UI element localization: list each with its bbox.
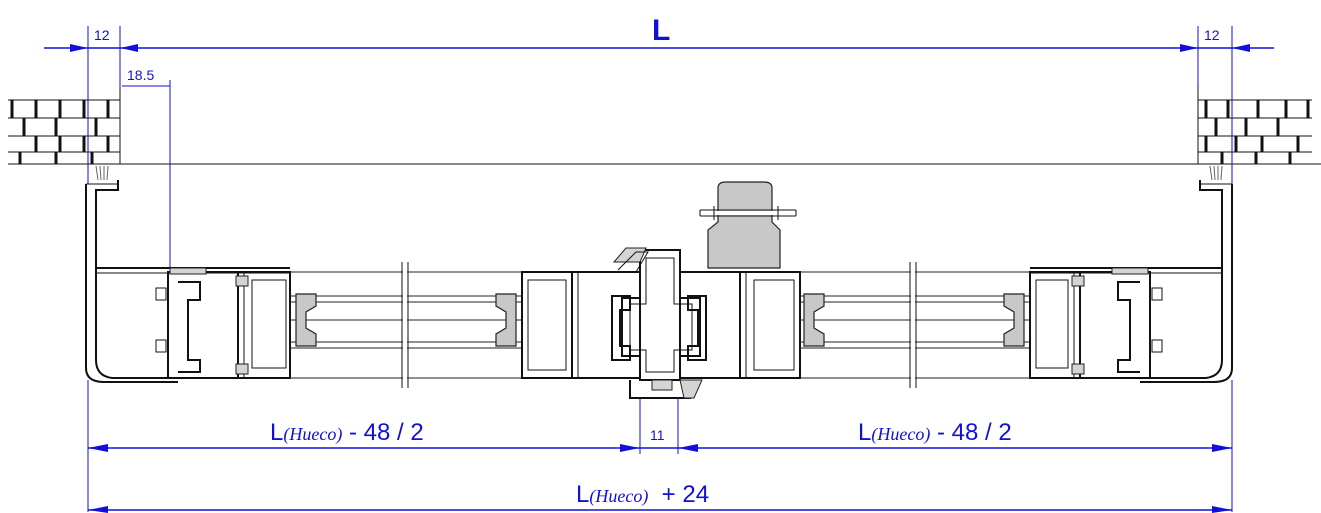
arrow [88, 506, 108, 513]
arrow [70, 44, 88, 52]
right-leaf-label: L(Hueco) - 48 / 2 [858, 419, 1012, 446]
right-sash [1029, 267, 1163, 379]
arrow [1212, 444, 1232, 452]
right-wall [1197, 86, 1312, 164]
left-leaf-label: L(Hueco) - 48 / 2 [270, 419, 424, 446]
arrow [1212, 506, 1232, 513]
overall-label: L(Hueco) + 24 [576, 481, 709, 508]
total-length-label: L [652, 14, 670, 47]
arrow [1180, 44, 1198, 52]
bottom-dimension [87, 380, 1233, 513]
top-dimension [44, 26, 1274, 184]
left-sash [155, 267, 291, 379]
right-gap-label: 12 [1204, 27, 1220, 43]
offset-dimension [122, 80, 171, 268]
arrow [1232, 44, 1250, 52]
center-mullion [521, 247, 801, 399]
left-glazing [290, 262, 522, 388]
handle [699, 181, 797, 269]
arrow [88, 444, 108, 452]
brush-seal-left [95, 165, 109, 181]
arrow [120, 44, 138, 52]
brush-seal-right [1209, 165, 1223, 181]
center-gap-label: 11 [650, 427, 665, 443]
left-gap-label: 12 [94, 27, 110, 43]
arrow [678, 444, 698, 452]
offset-label: 18.5 [127, 67, 154, 83]
right-glazing [800, 262, 1030, 388]
left-wall [8, 86, 1321, 165]
outer-frame [85, 180, 1233, 383]
arrow [620, 444, 640, 452]
